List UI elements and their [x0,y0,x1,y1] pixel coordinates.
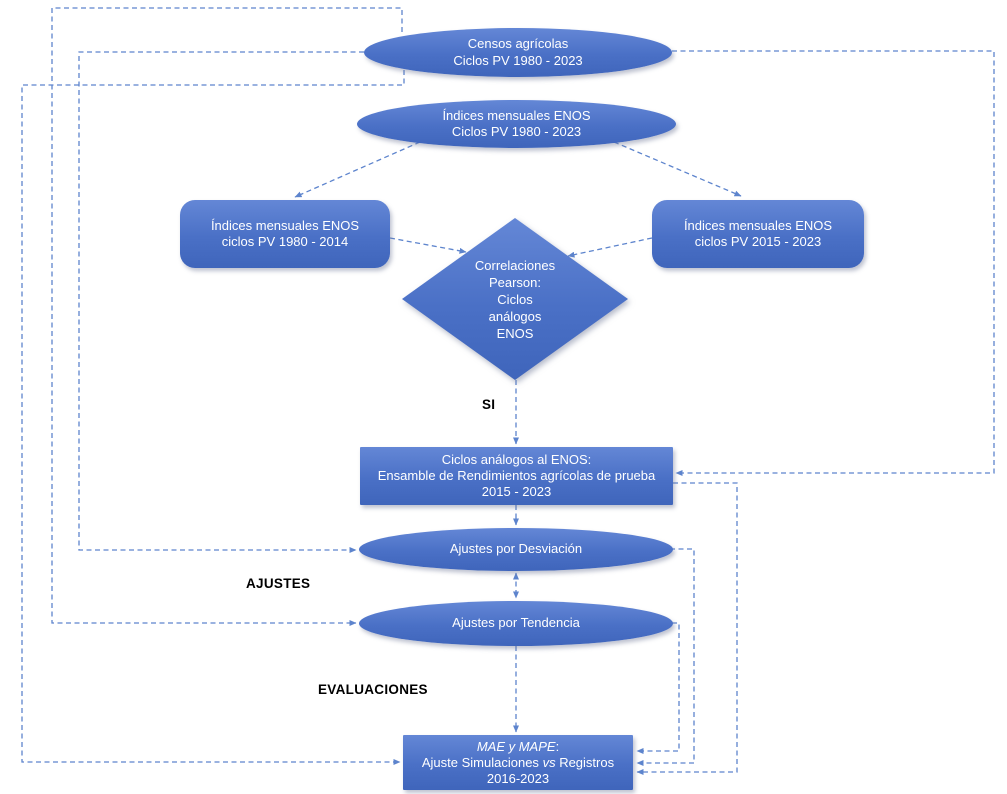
conn-censos-to-desviacion [78,51,364,553]
node-text-line: Ajustes por Tendencia [452,615,580,631]
node-text-line: Ciclos PV 1980 - 2023 [453,52,583,68]
node-text-line: Censos agrícolas [467,36,569,51]
node-ciclos-analogos-enos: Ciclos análogos al ENOS: Ensamble de Ren… [360,447,673,505]
node-text-line: Pearson: [488,274,542,290]
node-text-line: ENOS [496,325,534,341]
conn-censos-to-mae-left [21,70,405,765]
conn-box2015-to-diamond [567,237,653,258]
node-indices-1980-2014: Índices mensuales ENOS ciclos PV 1980 - … [180,200,390,268]
conn-box1980-to-diamond [389,237,467,254]
node-censos-agricolas: Censos agrícolas Ciclos PV 1980 - 2023 [364,28,672,77]
node-text-line: Ajustes por Desviación [449,541,583,557]
node-text-line: 2015 - 2023 [481,484,552,499]
decision-label-si: SI [482,397,496,412]
conn-censos-to-tendencia [51,7,403,626]
node-ajustes-desviacion: Ajustes por Desviación [359,528,673,571]
mae-line2-vs: vs [542,754,556,770]
section-label-evaluaciones: EVALUACIONES [318,682,428,697]
node-indices-2015-2023: Índices mensuales ENOS ciclos PV 2015 - … [652,200,864,268]
mae-line2-b: Registros [559,754,615,770]
node-text-line: Ciclos PV 1980 - 2023 [451,124,582,139]
node-ajustes-tendencia: Ajustes por Tendencia [359,601,673,646]
node-text-line: Correlaciones [474,257,556,273]
conn-indices-to-box1980 [294,141,421,198]
node-correlaciones-pearson: Correlaciones Pearson: Ciclos análogos E… [402,218,628,380]
node-text-line: MAE y MAPE: [477,739,559,755]
conn-censos-to-ciclos-right [672,50,995,476]
mae-line2-a: Ajuste Simulaciones [421,754,539,770]
section-label-ajustes: AJUSTES [246,576,311,591]
node-text-line: Ciclos [497,291,533,307]
node-text-line: Índices mensuales ENOS [442,107,591,123]
node-text-line: Índices mensuales ENOS [210,217,360,233]
node-text-line: ciclos PV 1980 - 2014 [221,234,349,249]
conn-indices-to-box2015 [613,141,742,197]
node-indices-enos-1980-2023: Índices mensuales ENOS Ciclos PV 1980 - … [357,100,676,148]
mae-mape-colon: : [555,738,560,754]
node-text-line: ciclos PV 2015 - 2023 [694,234,822,249]
node-text-line: 2016-2023 [486,770,550,786]
node-text-line: Índices mensuales ENOS [683,217,833,233]
mae-mape-italic: MAE y MAPE [476,738,556,754]
node-text-line: Ensamble de Rendimientos agrícolas de pr… [377,468,656,483]
conn-tendencia-to-mae-right [636,622,680,754]
node-text-line: Ajuste Simulaciones vs Registros [422,755,614,771]
node-text-line: Ciclos análogos al ENOS: [441,452,592,467]
node-text-line: análogos [488,308,542,324]
conn-desviacion-to-mae-right [636,548,695,766]
conn-ciclos-to-mae-right [636,482,738,775]
node-mae-mape: MAE y MAPE: Ajuste Simulaciones vs Regis… [403,735,633,790]
